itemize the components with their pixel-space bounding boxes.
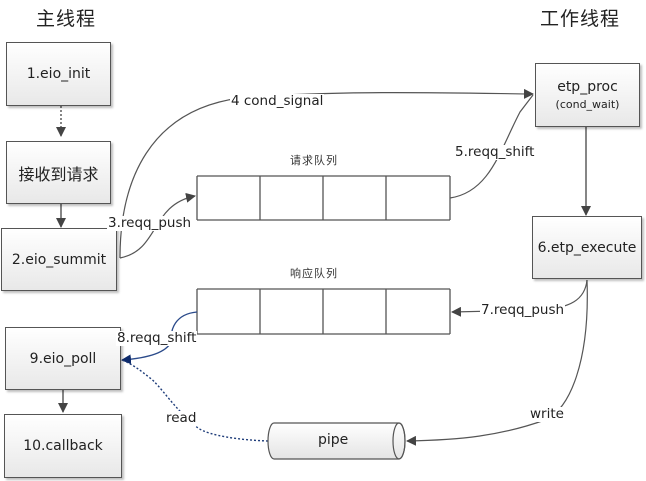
eio-init-label: 1.eio_init — [26, 66, 91, 82]
callback-node: 10.callback — [4, 414, 122, 478]
request-queue — [196, 175, 451, 221]
worker-thread-title: 工作线程 — [540, 8, 621, 30]
eio-poll-node: 9.eio_poll — [5, 327, 121, 390]
etp-execute-label: 6.etp_execute — [537, 239, 637, 256]
eio-summit-label: 2.eio_summit — [11, 251, 107, 268]
edge-reqq-shift-5 — [449, 94, 534, 199]
request-queue-label: 请求队列 — [290, 154, 338, 167]
pipe-label: pipe — [318, 432, 349, 448]
reqq-shift-8-label: 8.reqq_shift — [116, 330, 198, 346]
edge-cond-signal-4 — [119, 88, 534, 259]
eio-poll-label: 9.eio_poll — [29, 350, 97, 367]
eio-summit-node: 2.eio_summit — [1, 228, 117, 291]
etp-execute-node: 6.etp_execute — [532, 216, 642, 279]
receive-request-label: 接收到请求 — [18, 164, 99, 184]
write-label: write — [529, 406, 565, 422]
main-thread-title: 主线程 — [36, 8, 97, 30]
eio-init-node: 1.eio_init — [6, 42, 111, 106]
reqq-push-7-label: 7.reqq_push — [480, 302, 566, 318]
etp-proc-node: etp_proc (cond_wait) — [535, 63, 640, 127]
etp-proc-sublabel: (cond_wait) — [555, 98, 620, 111]
read-label: read — [165, 410, 198, 426]
edge-read — [121, 359, 269, 442]
etp-proc-label: etp_proc — [557, 79, 618, 95]
cond-signal-4-label: 4 cond_signal — [230, 93, 325, 109]
reqq-shift-5-label: 5.reqq_shift — [454, 144, 536, 160]
reqq-push-3-label: 3.reqq_push — [107, 215, 193, 231]
receive-request-node: 接收到请求 — [6, 141, 111, 204]
response-queue — [196, 288, 451, 335]
response-queue-label: 响应队列 — [290, 267, 338, 280]
pipe-cylinder — [267, 422, 406, 460]
callback-label: 10.callback — [23, 438, 103, 454]
